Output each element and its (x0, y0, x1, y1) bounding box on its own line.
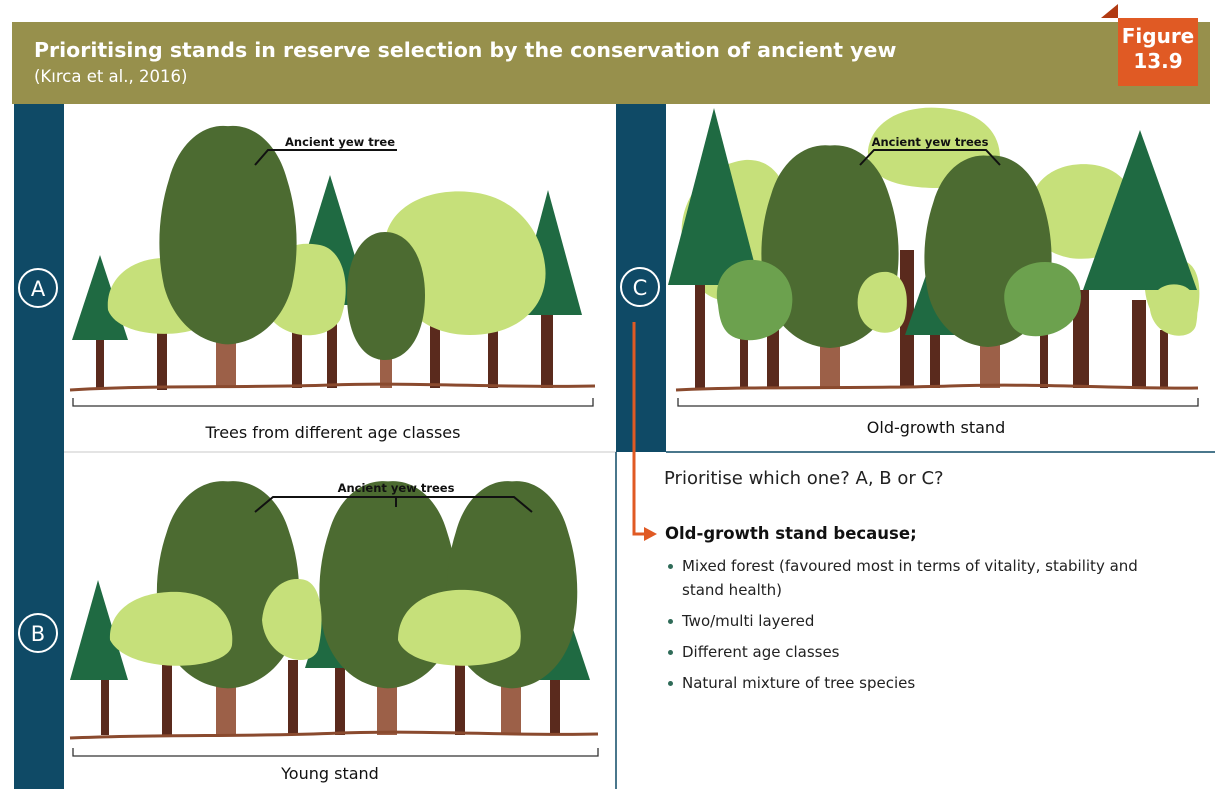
panel-a-scene (69, 125, 596, 407)
stand-diagram: A Ancient yew tree Trees from different … (14, 104, 1215, 789)
header-banner: Prioritising stands in reserve selection… (12, 22, 1210, 104)
figure-citation: (Kırca et al., 2016) (34, 67, 188, 86)
panel-c-scene (668, 107, 1200, 407)
figure-badge-corner (1101, 4, 1118, 18)
answer-bullet: Different age classes (668, 640, 1152, 664)
figure-badge-label: Figure (1121, 24, 1195, 48)
panel-c-letter-circle (620, 267, 660, 307)
panel-b-letter: B (31, 622, 45, 646)
figure-badge: Figure 13.9 (1118, 18, 1198, 86)
answer-bullet-text: Different age classes (682, 643, 840, 661)
answer-bullet: Two/multi layered (668, 609, 1152, 633)
panel-a-letter: A (31, 277, 46, 301)
arrow-head (644, 527, 657, 541)
panel-a-caption: Trees from different age classes (205, 423, 461, 442)
figure-badge-number: 13.9 (1133, 49, 1183, 73)
panel-b-annotation: Ancient yew trees (338, 481, 455, 495)
arrow-line (632, 322, 644, 536)
panel-c-annotation: Ancient yew trees (872, 135, 989, 149)
figure-title: Prioritising stands in reserve selection… (34, 38, 897, 62)
panel-a-annotation: Ancient yew tree (285, 135, 395, 149)
panel-a-letter-circle (18, 268, 58, 308)
panel-c-caption: Old-growth stand (867, 418, 1005, 437)
panel-c-letter: C (633, 276, 648, 300)
question-text: Prioritise which one? A, B or C? (664, 468, 944, 489)
panel-b-scene (69, 481, 599, 757)
answer-bullet: Mixed forest (favoured most in terms of … (668, 554, 1152, 602)
answer-bullet-text: Mixed forest (favoured most in terms of … (682, 557, 1138, 599)
answer-bullet-text: Natural mixture of tree species (682, 674, 916, 692)
panel-b-letter-circle (18, 613, 58, 653)
panel-b-caption: Young stand (280, 764, 379, 783)
answer-bullet-text: Two/multi layered (682, 612, 815, 630)
side-bar-ab (14, 104, 64, 789)
answer-bullet: Natural mixture of tree species (668, 671, 1152, 695)
answer-list: Mixed forest (favoured most in terms of … (668, 554, 1152, 702)
answer-heading: Old-growth stand because; (665, 524, 917, 543)
